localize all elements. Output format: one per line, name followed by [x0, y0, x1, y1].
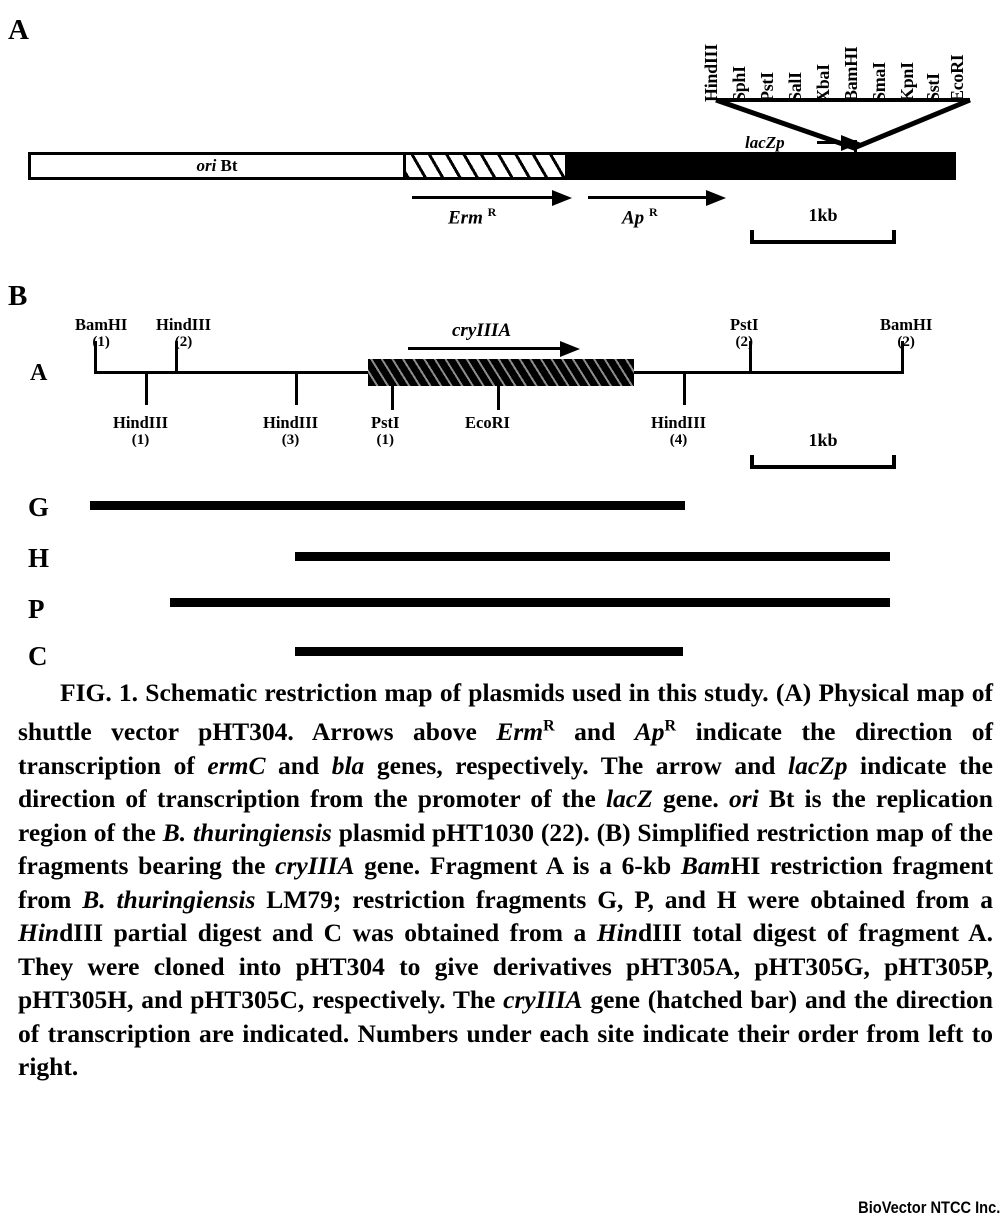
label-hindiii-3-num: (3): [281, 431, 300, 448]
label-psti-2-name: PstI: [730, 315, 759, 334]
label-ecori-name: EcoRI: [465, 413, 510, 432]
lacZp-arrow-shaft: [817, 141, 847, 144]
label-hindiii-1-name: HindIII: [113, 413, 169, 432]
fragment-bar-p: [170, 598, 890, 607]
label-bamhi-1-name: BamHI: [75, 315, 128, 334]
fragment-letter-p: P: [28, 594, 45, 624]
tick-hindiii-4: [683, 374, 686, 405]
fragment-letter-g: G: [28, 492, 50, 522]
erm-arrow-head-icon: [552, 190, 572, 206]
label-psti-2-num: (2): [735, 333, 753, 350]
erm-arrow-shaft: [412, 196, 562, 199]
polylinker-site-ecori: EcoRI: [947, 54, 967, 103]
cryiiia-gene-bar: [368, 359, 634, 386]
panel-a-letter: A: [8, 14, 30, 46]
tick-hindiii-1: [145, 374, 148, 405]
label-bamhi-1-num: (1): [92, 333, 110, 350]
fragment-a-letter: A: [30, 360, 48, 386]
polylinker-site-bamhi: BamHI: [841, 46, 861, 102]
tick-psti-1: [391, 386, 394, 410]
label-ecori: EcoRI: [465, 414, 510, 432]
figure-caption: FIG. 1. Schematic restriction map of pla…: [18, 676, 993, 1084]
ap-resistance-segment: [568, 155, 953, 177]
tick-bamhi-1: [94, 341, 97, 372]
label-bamhi-2-num: (2): [897, 333, 915, 350]
tick-hindiii-3: [295, 374, 298, 405]
label-psti-1-name: PstI: [371, 413, 400, 432]
polylinker-site-hindiii: HindIII: [701, 44, 721, 102]
tick-hindiii-2: [175, 341, 178, 372]
erm-label-italic: Erm: [448, 207, 483, 229]
label-psti-2: PstI(2): [730, 316, 758, 350]
fragment-bar-c: [295, 647, 683, 656]
cryiiia-arrow-head-icon: [560, 341, 580, 357]
fragment-bar-g: [90, 501, 685, 510]
label-psti-1-num: (1): [376, 431, 394, 448]
publisher-credit: BioVector NTCC Inc.: [857, 1198, 1000, 1217]
ap-r-label: Ap R: [622, 205, 658, 229]
label-hindiii-2-num: (2): [174, 333, 193, 350]
label-hindiii-4-name: HindIII: [651, 413, 707, 432]
label-bamhi-1: BamHI(1): [75, 316, 127, 350]
ap-arrow-head-icon: [706, 190, 726, 206]
plasmid-map-bar: ori Bt: [28, 152, 956, 180]
panel-b-scale-label: 1kb: [808, 430, 838, 450]
label-hindiii-2: HindIII(2): [156, 316, 211, 350]
panel-a-scale-cap-left: [750, 230, 754, 244]
cryiiia-gene-label: cryIIIA: [452, 320, 512, 341]
label-hindiii-1: HindIII(1): [113, 414, 168, 448]
fragment-letter-h: H: [28, 543, 50, 573]
ap-label-italic: Ap: [622, 207, 645, 229]
label-hindiii-4-num: (4): [669, 431, 688, 448]
cryiiia-arrow-shaft: [408, 347, 568, 350]
tick-bamhi-2: [901, 341, 904, 372]
panel-a-scale-cap-right: [892, 230, 896, 244]
label-bamhi-2: BamHI(2): [880, 316, 932, 350]
panel-a-scale-line: [750, 240, 896, 244]
tick-psti-2: [749, 341, 752, 372]
label-hindiii-3: HindIII(3): [263, 414, 318, 448]
ap-label-sup: R: [648, 205, 658, 219]
lacZp-arrow-head-icon: [841, 135, 861, 151]
panel-b-letter: B: [8, 280, 28, 312]
polylinker-site-labels: HindIII SphI PstI SalI XbaI BamHI SmaI K…: [701, 6, 982, 103]
tick-ecori: [497, 386, 500, 410]
erm-r-label: Erm R: [448, 205, 496, 229]
panel-a-scale-bar: 1kb: [750, 200, 896, 244]
ori-bt-label: ori Bt: [31, 155, 403, 177]
label-bamhi-2-name: BamHI: [880, 315, 933, 334]
erm-resistance-segment: [403, 155, 568, 177]
panel-b-scale-cap-right: [892, 455, 896, 469]
ori-bt-segment: ori Bt: [31, 155, 403, 177]
ap-arrow-shaft: [588, 196, 718, 199]
label-hindiii-1-num: (1): [131, 431, 150, 448]
panel-a-scale-label: 1kb: [808, 205, 838, 225]
panel-b-scale-cap-left: [750, 455, 754, 469]
lacZp-label: lacZp: [745, 133, 785, 152]
fragment-letter-c: C: [28, 641, 48, 671]
ori-bt-suffix: Bt: [216, 156, 238, 175]
panel-b-scale-bar: 1kb: [750, 425, 896, 469]
ori-italic: ori: [196, 156, 217, 175]
label-hindiii-2-name: HindIII: [156, 315, 212, 334]
label-hindiii-3-name: HindIII: [263, 413, 319, 432]
panel-b-scale-line: [750, 465, 896, 469]
fragment-bar-h: [295, 552, 890, 561]
label-psti-1: PstI(1): [371, 414, 399, 448]
caption-text: FIG. 1. Schematic restriction map of pla…: [18, 678, 993, 1081]
label-hindiii-4: HindIII(4): [651, 414, 706, 448]
erm-label-sup: R: [487, 205, 497, 219]
